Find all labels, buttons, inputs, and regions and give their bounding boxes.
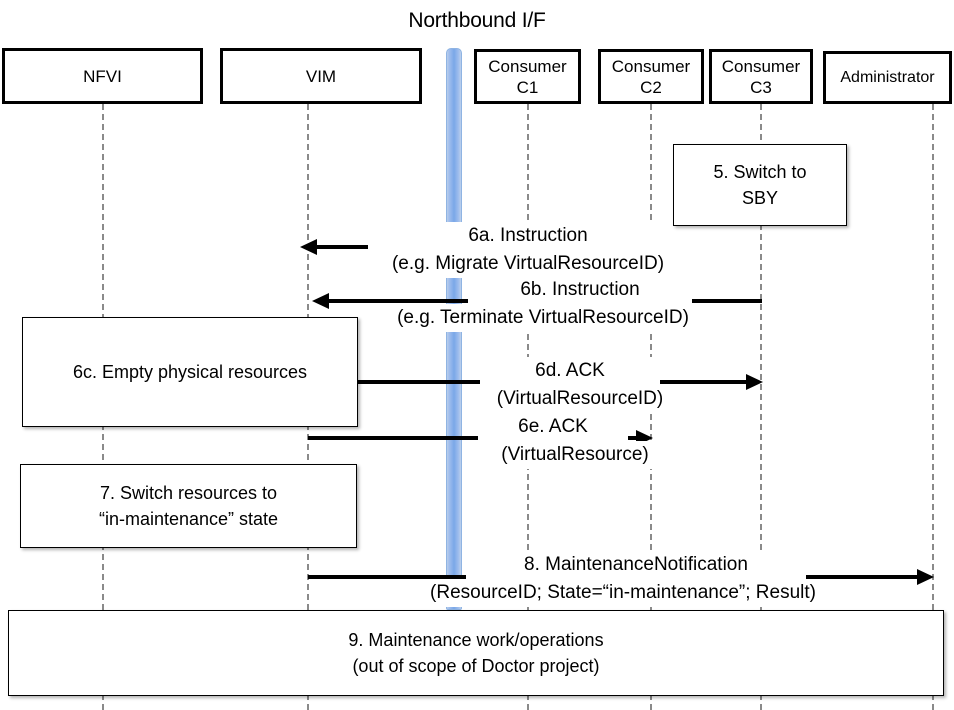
participant-consumer-c1[interactable]: Consumer C1: [474, 49, 581, 104]
note-empty-resources-label: 6c. Empty physical resources: [72, 362, 308, 382]
message-6e-label-line2: (VirtualResource): [470, 441, 680, 469]
diagram-title: Northbound I/F: [408, 9, 546, 32]
note-switch-to-sby-label: 5. Switch to SBY: [713, 162, 807, 208]
message-6e-line: [308, 436, 638, 440]
message-6e-label-line1: 6e. ACK: [478, 413, 628, 441]
note-switch-to-sby[interactable]: 5. Switch to SBY: [673, 144, 847, 226]
lifeline-administrator: [932, 104, 934, 710]
note-maintenance-work-label: 9. Maintenance work/operations (out of s…: [348, 630, 604, 676]
participant-nfvi-label: NFVI: [83, 66, 122, 86]
message-6a-arrowhead: [300, 239, 317, 255]
note-switch-maintenance-label: 7. Switch resources to “in-maintenance” …: [98, 483, 279, 529]
participant-vim-label: VIM: [305, 66, 337, 86]
note-switch-maintenance[interactable]: 7. Switch resources to “in-maintenance” …: [20, 464, 357, 548]
participant-administrator[interactable]: Administrator: [823, 51, 952, 104]
message-6b-label-line1: 6b. Instruction: [468, 276, 692, 304]
message-6b-arrowhead: [312, 293, 329, 309]
participant-consumer-c2-label: Consumer C2: [611, 56, 691, 97]
participant-consumer-c1-label: Consumer C1: [488, 56, 567, 97]
message-6a-label-line2: (e.g. Migrate VirtualResourceID): [348, 250, 708, 278]
participant-nfvi[interactable]: NFVI: [2, 48, 203, 104]
message-8-arrowhead: [917, 569, 934, 585]
message-6b-label-line2: (e.g. Terminate VirtualResourceID): [358, 304, 728, 332]
participant-administrator-label: Administrator: [840, 69, 935, 86]
participant-consumer-c3[interactable]: Consumer C3: [709, 49, 813, 104]
message-8-label-line2: (ResourceID; State=“in-maintenance”; Res…: [388, 579, 858, 607]
message-6a-label-line1: 6a. Instruction: [368, 222, 688, 250]
participant-vim[interactable]: VIM: [220, 48, 422, 104]
participant-consumer-c3-label: Consumer C3: [721, 56, 801, 97]
note-maintenance-work[interactable]: 9. Maintenance work/operations (out of s…: [8, 610, 944, 696]
lifeline-consumer-c3: [760, 104, 762, 710]
message-6d-label-line2: (VirtualResourceID): [470, 385, 690, 413]
message-8-label-line1: 8. MaintenanceNotification: [466, 551, 806, 579]
message-6d-arrowhead: [746, 374, 763, 390]
participant-consumer-c2[interactable]: Consumer C2: [598, 49, 704, 104]
message-6d-label-line1: 6d. ACK: [480, 357, 660, 385]
note-empty-resources[interactable]: 6c. Empty physical resources: [22, 317, 358, 427]
